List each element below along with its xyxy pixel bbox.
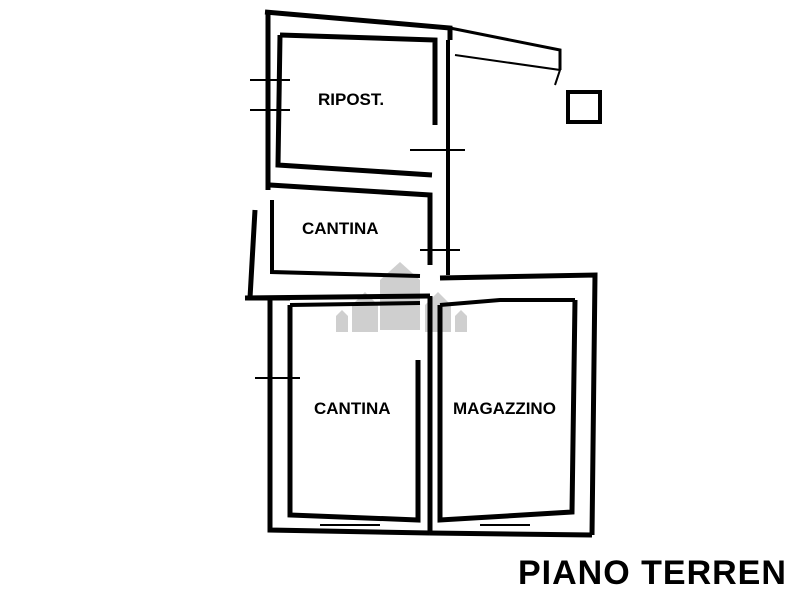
room-label-magazzino: MAGAZZINO	[453, 399, 556, 418]
small-square	[566, 90, 602, 124]
walls	[244, 9, 602, 538]
floor-title: PIANO TERREN	[518, 554, 787, 592]
room-label-cantina-upper: CANTINA	[302, 219, 379, 238]
room-label-cantina-lower: CANTINA	[314, 399, 391, 418]
room-label-ripost: RIPOST.	[318, 90, 385, 109]
